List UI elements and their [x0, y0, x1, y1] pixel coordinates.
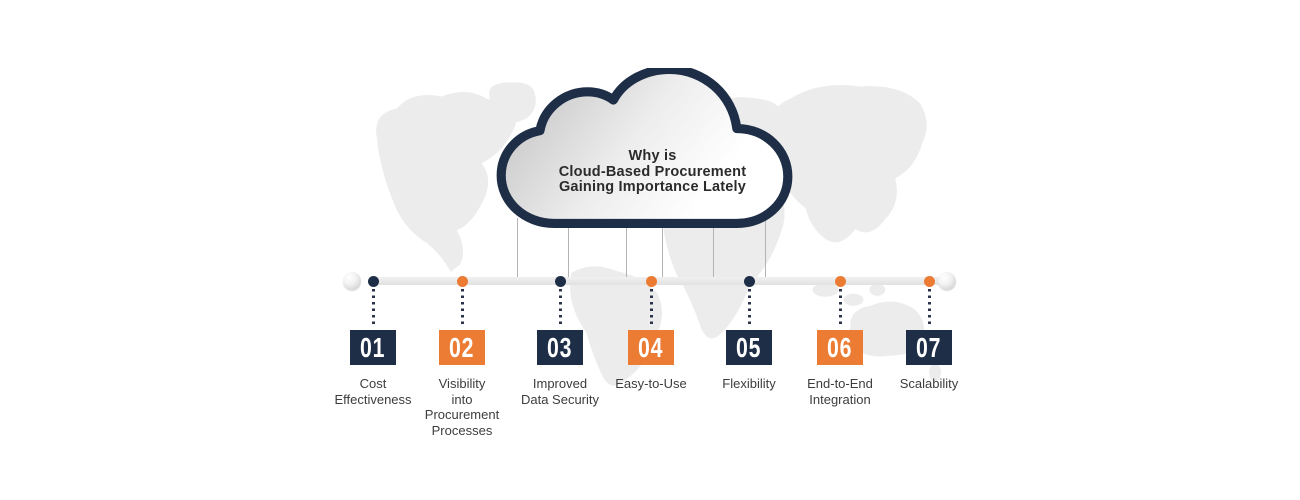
dotted-connector — [460, 289, 464, 328]
timeline-item-5: 05 Flexibility — [694, 276, 804, 392]
number-box: 03 — [537, 330, 583, 365]
number-label: 01 — [360, 331, 386, 363]
cloud-string — [765, 218, 766, 280]
timeline-dot — [367, 276, 379, 287]
number-label: 02 — [449, 331, 475, 363]
number-label: 04 — [638, 331, 664, 363]
cloud-string — [662, 218, 663, 280]
title-line-1: Why is — [628, 148, 677, 164]
number-label: 06 — [827, 331, 853, 363]
item-label: Easy-to-Use — [615, 376, 687, 391]
timeline-dot — [456, 276, 468, 287]
timeline-dot — [923, 276, 935, 287]
cloud-string — [713, 218, 714, 280]
title-line-3: Gaining Importance Lately — [558, 179, 747, 195]
dotted-connector — [838, 289, 842, 328]
timeline-dot — [645, 276, 657, 287]
number-label: 05 — [736, 331, 762, 363]
item-label: Improved Data Security — [520, 376, 600, 407]
number-box: 01 — [350, 330, 396, 365]
timeline-bar — [368, 277, 946, 285]
number-box: 06 — [817, 330, 863, 365]
item-label: Visibility into Procurement Processes — [424, 376, 500, 438]
cloud-string — [568, 218, 569, 280]
item-label: Scalability — [899, 376, 959, 391]
timeline-dot — [743, 276, 755, 287]
timeline-dot — [834, 276, 846, 287]
dotted-connector — [747, 289, 751, 328]
timeline-item-2: 02 Visibility into Procurement Processes — [407, 276, 517, 438]
timeline-end-sphere-left — [343, 272, 361, 290]
number-box: 02 — [439, 330, 485, 365]
cloud-shape — [496, 68, 793, 229]
dotted-connector — [649, 289, 653, 328]
title-line-2: Cloud-Based Procurement — [558, 163, 747, 180]
timeline-item-6: 06 End-to-End Integration — [785, 276, 895, 407]
timeline-item-1: 01 Cost Effectiveness — [318, 276, 428, 407]
number-label: 07 — [916, 331, 942, 363]
number-box: 05 — [726, 330, 772, 365]
timeline-item-4: 04 Easy-to-Use — [596, 276, 706, 392]
dotted-connector — [371, 289, 375, 328]
item-label: End-to-End Integration — [807, 376, 873, 407]
timeline-item-7: 07 Scalability — [874, 276, 984, 392]
timeline-item-3: 03 Improved Data Security — [505, 276, 615, 407]
infographic-title: Why is Cloud-Based Procurement Gaining I… — [520, 148, 785, 196]
dotted-connector — [927, 289, 931, 328]
timeline-dot — [554, 276, 566, 287]
number-box: 04 — [628, 330, 674, 365]
item-label: Cost Effectiveness — [334, 376, 412, 407]
item-label: Flexibility — [722, 376, 776, 391]
dotted-connector — [558, 289, 562, 328]
timeline-end-sphere-right — [938, 272, 956, 290]
cloud-string — [626, 218, 627, 280]
number-label: 03 — [547, 331, 573, 363]
cloud-string — [517, 218, 518, 280]
number-box: 07 — [906, 330, 952, 365]
